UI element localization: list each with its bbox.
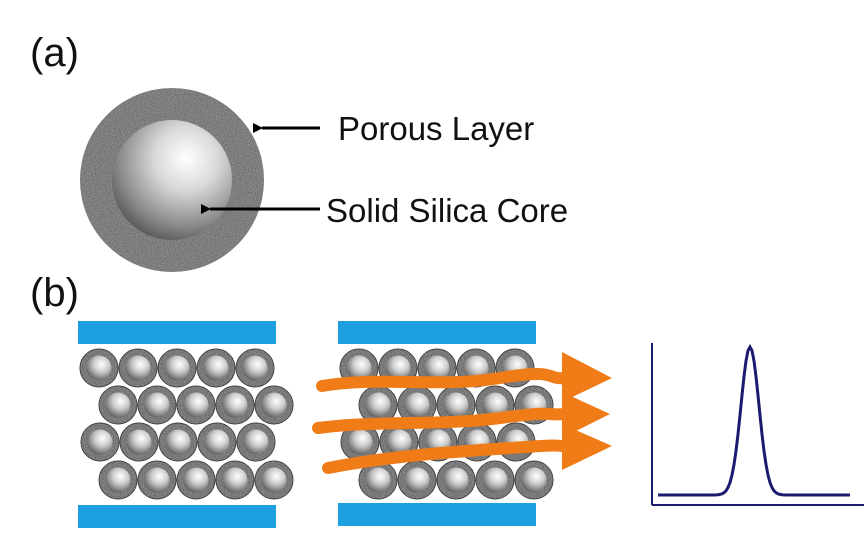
packed-particle — [80, 422, 120, 462]
packed-particle — [137, 460, 177, 500]
solid-core-callout: Solid Silica Core — [201, 192, 568, 229]
packed-particle — [79, 348, 119, 388]
packed-particle — [119, 422, 159, 462]
packed-particle — [215, 460, 255, 500]
packed-particle — [254, 385, 294, 425]
packed-particle — [436, 460, 476, 500]
solid-core-label: Solid Silica Core — [326, 192, 568, 229]
packed-particle — [514, 460, 554, 500]
flow-arrows — [312, 352, 612, 474]
porous-layer-callout: Porous Layer — [253, 110, 534, 147]
panel-b-label: (b) — [30, 271, 79, 315]
packed-particle — [197, 422, 237, 462]
packed-particle — [358, 385, 398, 425]
packed-particle — [176, 460, 216, 500]
flow-arrow — [322, 424, 612, 474]
packed-particle — [475, 460, 515, 500]
packed-particle — [176, 385, 216, 425]
packed-particle — [340, 422, 380, 462]
packed-particle — [196, 348, 236, 388]
packed-particle — [157, 348, 197, 388]
packed-particle — [98, 460, 138, 500]
packed-particle — [436, 385, 476, 425]
packed-particle — [215, 385, 255, 425]
packed-particle — [397, 385, 437, 425]
packed-particle — [158, 422, 198, 462]
packed-particle — [235, 348, 275, 388]
column2-top-plate — [338, 321, 536, 344]
packed-particle — [254, 460, 294, 500]
packed-particle — [98, 385, 138, 425]
core-shell-particle — [80, 88, 264, 272]
solid-core — [112, 120, 232, 240]
packed-particle — [236, 422, 276, 462]
chromatogram — [651, 343, 864, 506]
packed-particle — [118, 348, 158, 388]
packed-particle — [397, 460, 437, 500]
porous-layer-label: Porous Layer — [338, 110, 534, 147]
column2-bottom-plate — [338, 503, 536, 526]
panel-a-label: (a) — [30, 31, 79, 75]
packed-particle — [358, 460, 398, 500]
chromatogram-peak — [658, 343, 850, 497]
flow-arrow — [316, 352, 612, 402]
flow-arrow — [312, 392, 610, 438]
packed-particle — [137, 385, 177, 425]
column1-packing — [79, 348, 294, 500]
column1-bottom-plate — [78, 505, 276, 528]
column1-top-plate — [78, 321, 276, 344]
